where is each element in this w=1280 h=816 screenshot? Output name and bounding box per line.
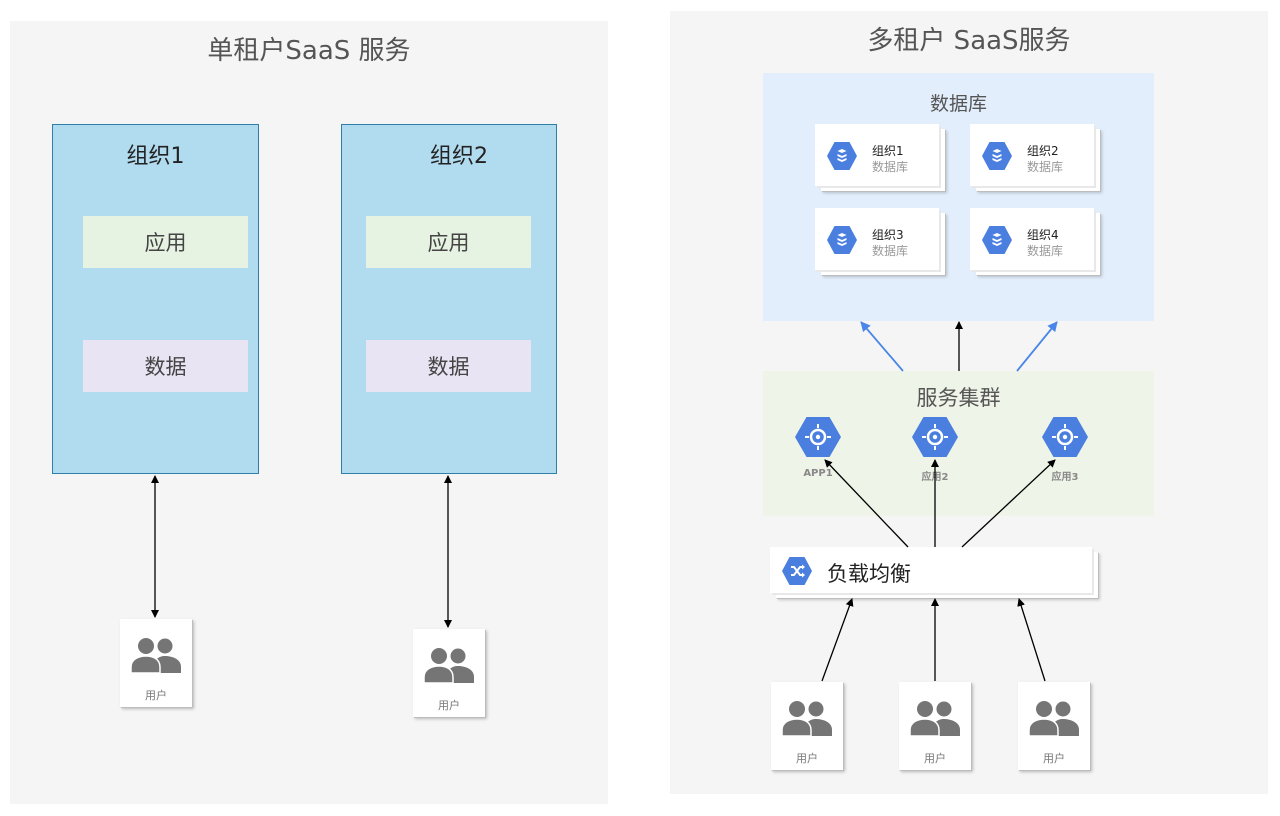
load-balancer-label: 负载均衡 — [827, 562, 911, 586]
cloud-sql-icon — [827, 142, 857, 170]
cloud-sql-icon — [827, 226, 857, 254]
app3-label: 应用3 — [1051, 472, 1079, 483]
db-card-org4: 组织4 数据库 — [970, 208, 1094, 270]
service-cluster-title: 服务集群 — [916, 386, 1001, 410]
user-label: 用户 — [924, 752, 946, 765]
db-card-org1: 组织1 数据库 — [815, 124, 939, 186]
load-balancer-card: 负载均衡 — [770, 547, 1092, 593]
database-title: 数据库 — [929, 93, 987, 115]
org-1-user-card: 用户 — [120, 619, 192, 707]
db-sub: 数据库 — [872, 244, 909, 258]
app1-label: APP1 — [803, 468, 833, 479]
db-sub: 数据库 — [1027, 160, 1064, 174]
user-card-2: 用户 — [899, 682, 971, 770]
org-1-title: 组织1 — [126, 144, 185, 169]
org-2-title: 组织2 — [430, 144, 488, 169]
db-card-org2: 组织2 数据库 — [970, 124, 1094, 186]
user-label: 用户 — [796, 752, 818, 765]
org-2-app-box: 应用 — [366, 216, 531, 268]
compute-engine-icon — [912, 417, 958, 457]
org-2-user-label: 用户 — [438, 699, 460, 712]
db-name: 组织1 — [872, 144, 904, 158]
users-group-icon — [423, 648, 474, 684]
db-sub: 数据库 — [1027, 244, 1064, 258]
users-group-icon — [130, 638, 181, 674]
users-group-icon — [781, 701, 832, 737]
org-2-user-card: 用户 — [413, 629, 485, 717]
db-name: 组织4 — [1027, 228, 1059, 242]
cloud-sql-icon — [982, 142, 1012, 170]
org-2-container — [341, 124, 557, 474]
db-card-org3: 组织3 数据库 — [815, 208, 939, 270]
user-label: 用户 — [1043, 752, 1065, 765]
users-group-icon — [1028, 701, 1079, 737]
org-1-container — [52, 124, 259, 474]
db-name: 组织2 — [1027, 144, 1059, 158]
org-1-data-box: 数据 — [83, 340, 248, 392]
load-balancer-icon — [782, 557, 812, 585]
org-1-user-label: 用户 — [145, 689, 167, 702]
multi-tenant-title: 多租户 SaaS服务 — [867, 26, 1071, 56]
compute-engine-icon — [795, 417, 841, 457]
database-area — [763, 73, 1154, 321]
compute-engine-icon — [1042, 417, 1088, 457]
single-tenant-title: 单租户SaaS 服务 — [207, 36, 411, 66]
user-card-1: 用户 — [771, 682, 843, 770]
app2-label: 应用2 — [921, 472, 949, 483]
db-name: 组织3 — [872, 228, 904, 242]
org-2-data-box: 数据 — [366, 340, 531, 392]
user-card-3: 用户 — [1018, 682, 1090, 770]
users-group-icon — [909, 701, 960, 737]
db-sub: 数据库 — [872, 160, 909, 174]
org-1-app-box: 应用 — [83, 216, 248, 268]
cloud-sql-icon — [982, 226, 1012, 254]
